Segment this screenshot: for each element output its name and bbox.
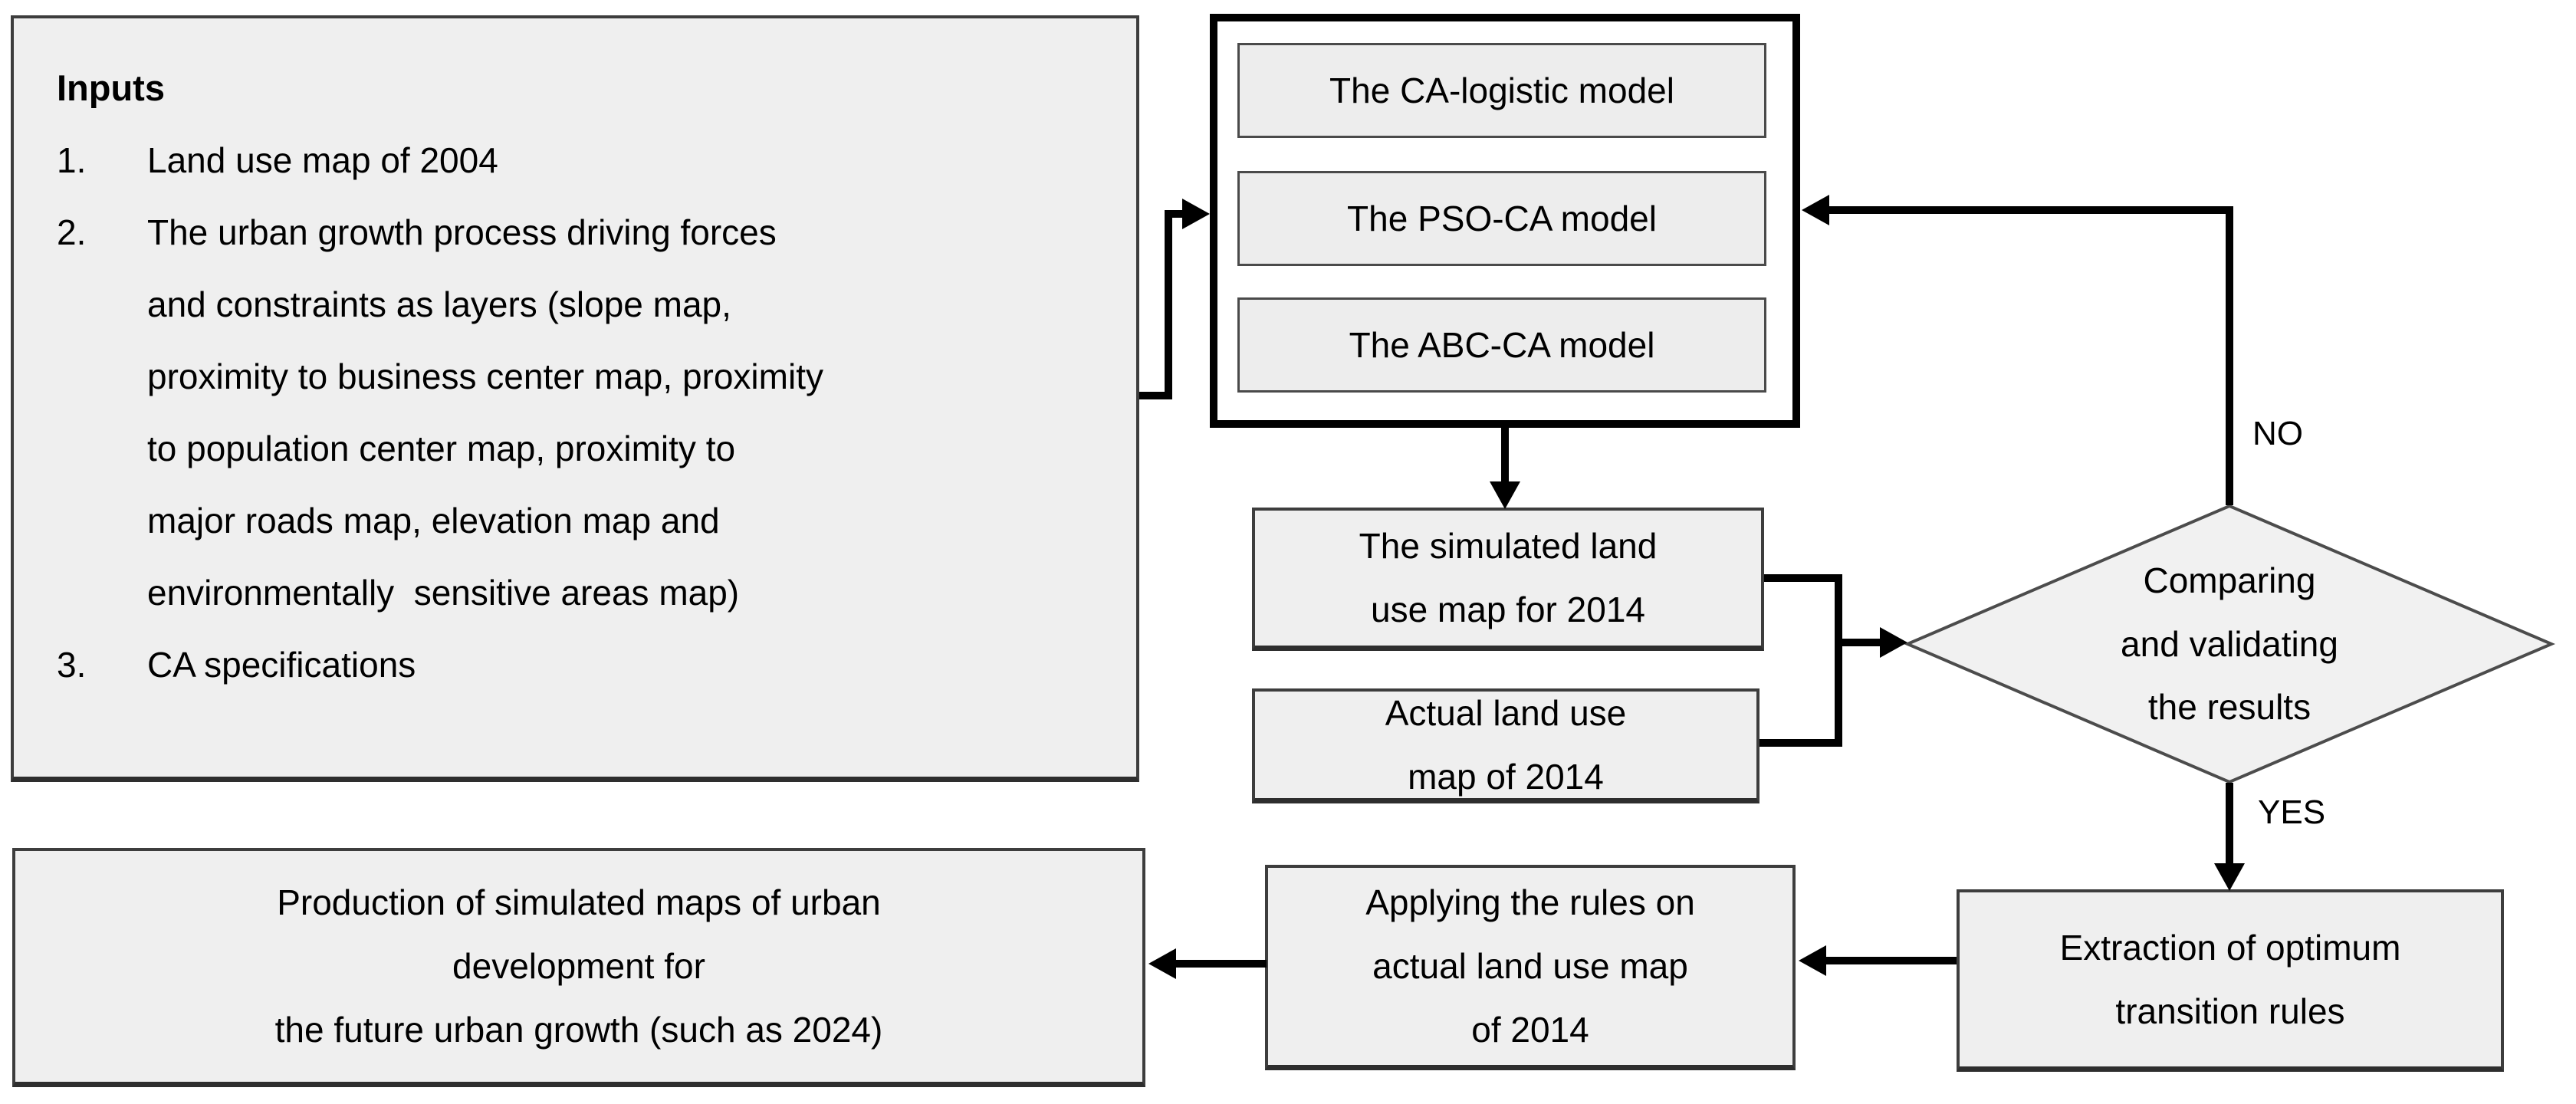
input-item-1: 1. Land use map of 2004 xyxy=(57,124,1106,196)
inputs-title: Inputs xyxy=(57,67,165,108)
input-item-number: 1. xyxy=(57,140,87,180)
actual-out-stub-line xyxy=(1760,739,1841,747)
yes-vertical-line xyxy=(2226,783,2233,866)
arrow-no-into-models-icon xyxy=(1802,195,1829,225)
arrow-into-decision-icon xyxy=(1880,627,1907,658)
models-down-line xyxy=(1501,426,1509,483)
no-feedback-vertical-line xyxy=(2226,209,2233,505)
production-box: Production of simulated maps of urban de… xyxy=(12,848,1145,1087)
extraction-rules-label: Extraction of optimum transition rules xyxy=(2059,927,2401,1031)
arrow-into-simulated-icon xyxy=(1490,481,1520,509)
merge-to-decision-line xyxy=(1838,639,1881,646)
no-branch-label: NO xyxy=(2252,415,2303,452)
abc-ca-model-label: The ABC-CA model xyxy=(1349,324,1655,365)
applying-to-production-line xyxy=(1176,960,1267,968)
diamond-shape-icon xyxy=(1904,504,2555,784)
simulated-map-label: The simulated land use map for 2014 xyxy=(1359,526,1658,629)
inputs-out-stub-line xyxy=(1139,392,1171,399)
inputs-elbow-vertical-line xyxy=(1165,210,1172,399)
arrow-into-models-icon xyxy=(1182,199,1210,229)
simulated-out-stub-line xyxy=(1764,574,1841,582)
models-container: The CA-logistic model The PSO-CA model T… xyxy=(1210,14,1800,428)
decision-label: Comparing and validating the results xyxy=(2121,560,2338,728)
ca-logistic-model-box: The CA-logistic model xyxy=(1237,43,1766,138)
extraction-rules-box: Extraction of optimum transition rules xyxy=(1957,889,2504,1072)
inputs-box: Inputs 1. Land use map of 2004 2. The ur… xyxy=(11,15,1139,782)
actual-map-box: Actual land use map of 2014 xyxy=(1252,688,1760,803)
yes-branch-label: YES xyxy=(2258,794,2326,831)
decision-diamond: Comparing and validating the results xyxy=(1904,502,2555,786)
input-item-3: 3. CA specifications xyxy=(57,629,1106,701)
actual-map-label: Actual land use map of 2014 xyxy=(1385,692,1627,797)
inputs-to-models-line xyxy=(1168,210,1187,218)
abc-ca-model-box: The ABC-CA model xyxy=(1237,297,1766,393)
arrow-into-extraction-icon xyxy=(2214,863,2245,891)
input-item-text: CA specifications xyxy=(147,645,416,685)
applying-rules-label: Applying the rules on actual land use ma… xyxy=(1365,882,1695,1050)
arrow-into-applying-icon xyxy=(1799,945,1826,976)
input-item-number: 2. xyxy=(57,212,87,252)
decision-label-wrap: Comparing and validating the results xyxy=(1904,502,2555,786)
input-item-number: 3. xyxy=(57,645,87,685)
input-item-text: Land use map of 2004 xyxy=(147,140,498,180)
ca-logistic-model-label: The CA-logistic model xyxy=(1329,70,1674,110)
applying-rules-box: Applying the rules on actual land use ma… xyxy=(1265,865,1796,1070)
extraction-to-applying-line xyxy=(1826,957,1957,964)
simulated-map-box: The simulated land use map for 2014 xyxy=(1252,508,1764,651)
pso-ca-model-label: The PSO-CA model xyxy=(1347,198,1657,238)
production-label: Production of simulated maps of urban de… xyxy=(274,882,883,1050)
pso-ca-model-box: The PSO-CA model xyxy=(1237,171,1766,266)
arrow-into-production-icon xyxy=(1148,948,1176,979)
no-feedback-horizontal-line xyxy=(1829,206,2233,214)
merge-vertical-line xyxy=(1835,574,1842,747)
input-item-2: 2. The urban growth process driving forc… xyxy=(57,196,1106,629)
input-item-text: The urban growth process driving forces … xyxy=(147,212,823,613)
